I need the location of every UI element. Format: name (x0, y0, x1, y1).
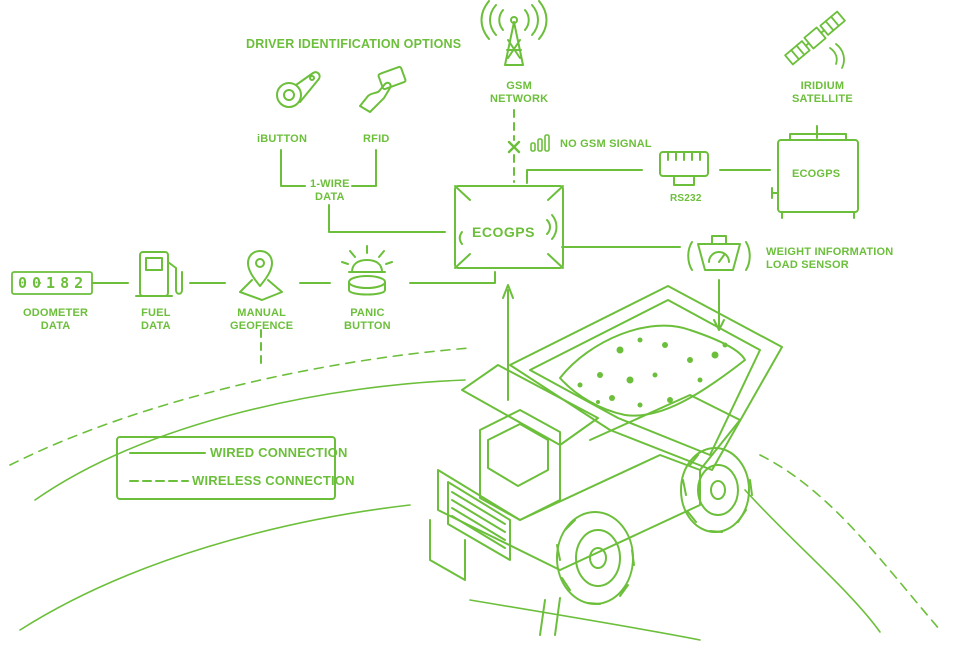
iridium-device (771, 133, 859, 219)
legend-wireless-label: WIRELESS CONNECTION (192, 473, 355, 488)
satellite-icon (784, 10, 846, 69)
road-right-dashed (759, 454, 941, 631)
load-sensor-icon (687, 235, 751, 271)
road-bottom-curve (469, 599, 701, 641)
geofence-pin-icon (239, 250, 283, 301)
signal-bars-icon (530, 134, 550, 152)
wired-connections (39, 125, 818, 401)
ibutton-label: iBUTTON (257, 133, 308, 145)
truck-wheel-front (556, 511, 635, 605)
rfid-card-icon (359, 65, 407, 113)
truck-body (437, 454, 701, 571)
load-dots (577, 337, 728, 408)
no-signal-x-icon (507, 140, 521, 154)
fuel-pump-icon (135, 251, 183, 297)
road-lines (9, 347, 941, 641)
ibutton-key-icon (276, 71, 321, 108)
tracker-logo: ECOGPS (472, 224, 535, 240)
rs232-label: RS232 (670, 193, 702, 204)
wireless-connections (260, 109, 515, 366)
road-inner-curve (34, 379, 466, 501)
truck-load (559, 324, 746, 417)
road-inner-curve-2 (19, 504, 411, 631)
truck-canopy (461, 364, 599, 446)
dump-truck-illustration (429, 285, 783, 636)
odometer-icon (11, 271, 93, 295)
truck-wheel-rear (680, 447, 753, 533)
driver-id-title: DRIVER IDENTIFICATION OPTIONS (246, 37, 462, 51)
panic-button-icon (341, 245, 393, 296)
truck-cab (479, 409, 561, 521)
gsm-tower-icon (480, 0, 548, 66)
rs232-connector-icon (659, 151, 709, 186)
no-gsm-signal-label: NO GSM SIGNAL (560, 138, 652, 150)
truck-bed (509, 285, 783, 471)
rfid-label: RFID (363, 133, 390, 145)
road-right-curve (744, 489, 881, 633)
odometer-display: 00182 (18, 274, 89, 292)
iridium-logo: ECOGPS (792, 168, 841, 180)
main-tracker-device (454, 185, 564, 269)
legend-box (116, 436, 336, 500)
legend-wired-label: WIRED CONNECTION (210, 445, 348, 460)
